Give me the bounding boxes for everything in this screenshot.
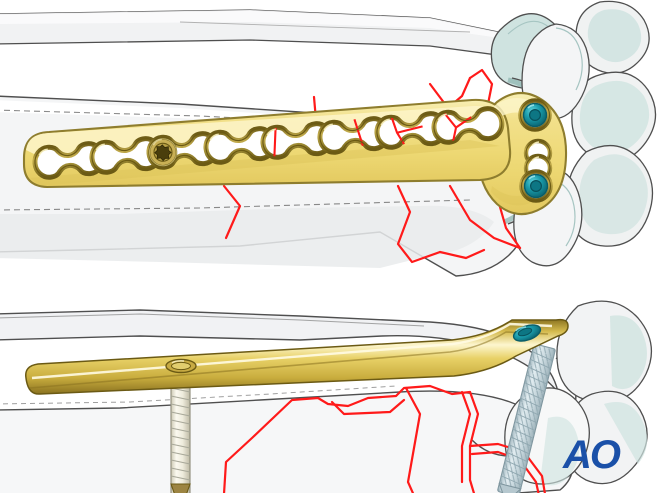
fracture-lateral-main [222,384,472,493]
fracture-through-hole-5 [273,127,277,158]
locking-screw-thread-hatch [497,344,556,493]
carpal-lunate-cartilage [579,80,650,154]
locking-screw-thread-lines [501,351,553,486]
carpal-bones [513,0,657,267]
fracture-line-5 [222,184,242,240]
ulnar-head-shade [507,20,551,35]
cortical-screw-tip [170,483,191,493]
locking-screw-head-recess-icon [517,327,533,337]
plate-lateral-highlight [31,322,553,380]
carpal-lateral-distal-cartilage [604,402,648,464]
fracture-line-7 [448,184,522,250]
carpal-scaphoid-cartilage [587,9,642,63]
plate-head-hole-1[interactable] [518,98,552,132]
carpal-lateral-proximal-cartilage [610,315,647,390]
lateral-view: AO [0,300,653,493]
plate-shaft-holes[interactable] [32,106,505,180]
plate-lateral-shadow [29,331,549,389]
locking-screw-1[interactable] [522,102,548,128]
fracture-line-6 [396,184,442,264]
carpal-bones-lateral [504,300,653,486]
fracture-line-9 [496,198,522,250]
star-torx-drive-icon [154,144,172,162]
radius-bone-lateral [0,309,577,493]
radius-ventral-shade [0,205,494,268]
plate-lateral-hole-bump[interactable] [165,358,197,374]
fracture-through-hole-8 [443,112,472,142]
locking-screw-recess-icon [529,179,543,193]
radius-dorsal-highlight [0,100,496,146]
fracture-lateral-branch-1 [404,386,422,493]
ao-foundation-logo: AO [562,433,623,477]
plate-hole-8[interactable] [431,106,505,145]
fracture-lateral-branch-2b [460,390,472,484]
locking-screw-recess-icon [528,108,542,122]
carpal-distal-row-left-shade [555,27,583,91]
plate-head-holes[interactable] [518,98,553,203]
ulna-highlight [0,10,500,38]
ulna-inner-line [179,21,471,33]
fracture-through-hole-7 [390,116,423,145]
radius-lateral-cortex [0,313,425,327]
t-plate-lateral[interactable] [25,318,569,395]
ao-logo-text: AO [562,433,621,477]
t-plate-ap[interactable] [22,91,568,216]
radius-cortex-line-ventral [0,199,471,211]
carpal-lateral-mid-cartilage [540,416,580,486]
fracture-line-8 [438,248,486,260]
anteroposterior-view [0,0,657,277]
locking-screw-2[interactable] [523,173,549,199]
carpal-triquetrum-cartilage [579,154,648,235]
fracture-lateral-branch-4 [330,398,406,416]
locking-screw-head-lateral[interactable] [511,322,542,344]
plate-head-hole-4[interactable] [519,169,553,203]
fracture-line-4 [468,68,494,106]
locking-screw-lateral[interactable] [496,343,556,493]
